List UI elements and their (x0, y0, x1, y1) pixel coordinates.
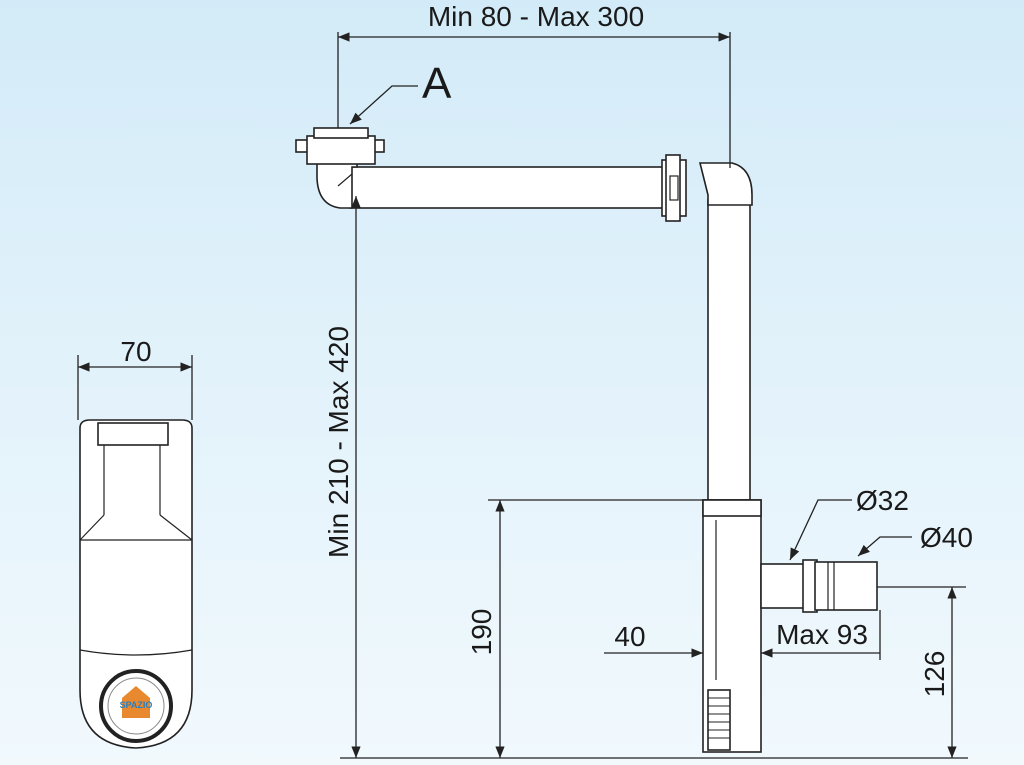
waste-top (313, 127, 369, 139)
dim-body-width-label: 70 (120, 336, 151, 367)
cleanout-cap (707, 689, 731, 751)
siphon-side-view: SPAZIO (79, 419, 193, 749)
dim-height-label: Min 210 - Max 420 (323, 326, 354, 558)
dim-top-width-label: Min 80 - Max 300 (428, 1, 644, 32)
siphon-collar (702, 499, 762, 517)
horizontal-pipe (349, 166, 671, 209)
dimension-lines (77, 32, 968, 759)
cap-ribs (708, 697, 730, 739)
side-body (79, 419, 193, 749)
logo-text: SPAZIO (120, 700, 153, 710)
dim-o40-label: Ø40 (920, 522, 973, 553)
side-top-cap (97, 422, 169, 446)
left-elbow (316, 154, 358, 209)
callout-a-label: A (422, 59, 452, 108)
right-elbow (698, 162, 753, 206)
dim-o32-label: Ø32 (856, 485, 909, 516)
outlet-pipe-32 (760, 563, 808, 609)
logo-mark (122, 686, 150, 718)
dim-max93-label: Max 93 (776, 619, 868, 650)
dim-126-label: 126 (919, 651, 950, 698)
dimension-labels: Min 80 - Max 300 A Min 210 - Max 420 70 … (120, 1, 973, 697)
dim-40-label: 40 (614, 621, 645, 652)
siphon-assembly (295, 127, 878, 753)
pipe-nut-ring (665, 154, 681, 222)
outlet-pipe-40 (814, 561, 878, 611)
vertical-pipe (707, 199, 751, 501)
waste-body (306, 135, 376, 165)
dim-190-label: 190 (466, 609, 497, 656)
